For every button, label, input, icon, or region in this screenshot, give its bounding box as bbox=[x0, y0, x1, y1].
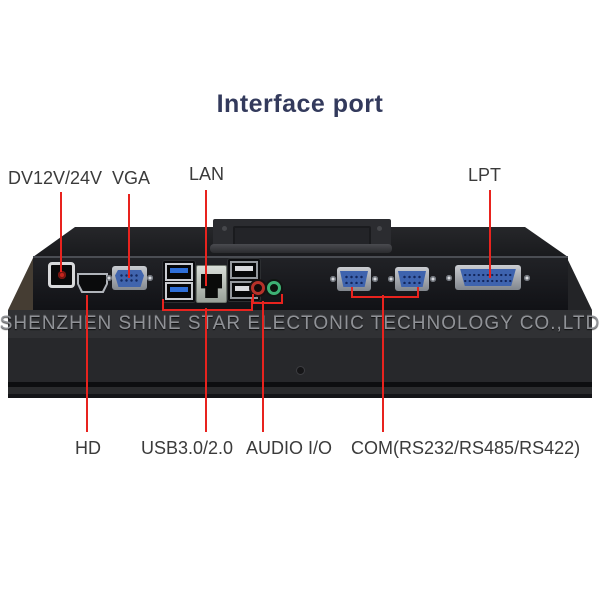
usb3-port-icon bbox=[165, 282, 193, 300]
bracket-com-ports bbox=[351, 287, 419, 298]
arrow-line-dc-power bbox=[60, 192, 62, 272]
label-dc-power: DV12V/24V bbox=[8, 168, 103, 188]
usb2-tongue-icon bbox=[235, 286, 253, 291]
watermark-text: SHENZHEN SHINE STAR ELECTONIC TECHNOLOGY… bbox=[0, 313, 600, 334]
label-audio: AUDIO I/O bbox=[246, 438, 333, 458]
vga-pins-icon bbox=[119, 273, 140, 284]
db9-pins-icon bbox=[344, 274, 364, 284]
label-vga: VGA bbox=[112, 168, 151, 188]
chassis-bottom-edge bbox=[8, 387, 592, 394]
vga-dsub-face bbox=[115, 270, 144, 287]
com-port-1-icon bbox=[330, 266, 378, 292]
db9-face bbox=[398, 271, 426, 287]
screw-icon bbox=[388, 276, 394, 282]
arrow-line-vga bbox=[128, 194, 130, 278]
label-lpt: LPT bbox=[468, 165, 502, 185]
screw-icon bbox=[147, 275, 153, 281]
hdmi-opening-icon bbox=[79, 275, 106, 291]
audio-in-jack-icon bbox=[251, 281, 265, 295]
label-lan: LAN bbox=[189, 164, 225, 184]
chassis-bottom-shadow bbox=[8, 394, 592, 398]
arrow-line-lpt bbox=[489, 190, 491, 278]
usb3-port-stack-icon bbox=[162, 260, 196, 303]
label-usb: USB3.0/2.0 bbox=[141, 438, 234, 458]
chassis-bottom-groove bbox=[8, 382, 592, 387]
usb3-port-icon bbox=[165, 263, 193, 281]
arrow-line-lan bbox=[205, 190, 207, 286]
arrow-line-hdmi bbox=[86, 295, 88, 432]
label-com: COM(RS232/RS485/RS422) bbox=[351, 438, 581, 458]
db9-face bbox=[340, 271, 368, 287]
arrow-line-com bbox=[382, 295, 384, 432]
lan-port-icon bbox=[196, 265, 227, 303]
vesa-screw-icon bbox=[377, 226, 382, 231]
audio-out-jack-icon bbox=[267, 281, 281, 295]
chassis-screw-icon bbox=[296, 366, 305, 375]
stand-hinge-bar bbox=[210, 244, 392, 253]
screw-icon bbox=[524, 275, 530, 281]
bracket-audio-jacks bbox=[252, 294, 283, 304]
screw-icon bbox=[372, 276, 378, 282]
screw-icon bbox=[430, 276, 436, 282]
db9-pins-icon bbox=[402, 274, 422, 284]
usb2-port-icon bbox=[230, 261, 258, 279]
screw-icon bbox=[446, 275, 452, 281]
arrow-line-audio bbox=[262, 301, 264, 432]
usb3-tongue-icon bbox=[170, 268, 188, 273]
usb3-tongue-icon bbox=[170, 287, 188, 292]
db25-face bbox=[460, 269, 516, 286]
bracket-usb-ports bbox=[162, 299, 253, 311]
vesa-screw-icon bbox=[222, 226, 227, 231]
vga-port-icon bbox=[106, 265, 153, 291]
label-hd: HD bbox=[75, 438, 101, 458]
chassis-corner-left bbox=[8, 258, 33, 310]
chassis-lower-bezel bbox=[8, 338, 592, 382]
screw-icon bbox=[330, 276, 336, 282]
usb2-tongue-icon bbox=[235, 266, 253, 271]
db25-pins-icon bbox=[463, 272, 513, 283]
com-port-2-icon bbox=[388, 266, 436, 292]
screw-icon bbox=[106, 275, 112, 281]
page-title: Interface port bbox=[216, 90, 384, 118]
lpt-port-icon bbox=[446, 264, 530, 291]
arrow-line-usb bbox=[205, 308, 207, 432]
hdmi-port-icon bbox=[77, 273, 108, 293]
chassis-corner-right bbox=[567, 258, 592, 310]
chassis-watermark-band: SHENZHEN SHINE STAR ELECTONIC TECHNOLOGY… bbox=[0, 310, 599, 338]
vesa-mount-recess bbox=[233, 226, 371, 246]
dc-pin-icon bbox=[57, 271, 66, 279]
